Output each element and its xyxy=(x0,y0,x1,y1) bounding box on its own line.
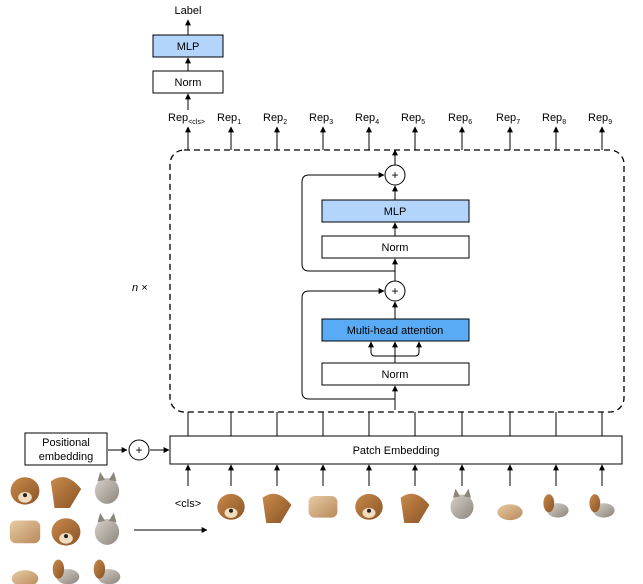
image-grid-patch xyxy=(47,511,85,549)
image-grid-patch xyxy=(6,511,44,549)
image-grid-patch xyxy=(6,470,44,508)
image-grid-patch xyxy=(6,552,44,584)
rep-label: Rep4 xyxy=(355,112,379,126)
rep-label: Rep8 xyxy=(542,112,566,126)
add-upper-symbol: + xyxy=(391,168,398,182)
patch-token-image xyxy=(584,487,620,523)
encoder-norm-lower-label: Norm xyxy=(382,369,409,381)
attention-label: Multi-head attention xyxy=(347,325,444,337)
patch-token-image xyxy=(213,487,249,523)
head-mlp-label: MLP xyxy=(177,41,200,53)
patch-token-image xyxy=(259,487,295,523)
rep-label: Rep3 xyxy=(309,112,333,126)
image-grid-patch xyxy=(88,511,126,549)
rep-outputs: Rep<cls> Rep1 Rep2 Rep3 Rep4 Rep5 Rep6 Rep7 Rep… xyxy=(168,112,612,150)
transformer-encoder-block: n × + MLP Norm + Multi-head attention No… xyxy=(132,149,625,413)
embedding-section: Positional embedding + Patch Embedding <… xyxy=(24,412,623,510)
residual-lower xyxy=(301,288,395,400)
rep-label: Rep5 xyxy=(401,112,425,126)
patch-token-image xyxy=(351,487,387,523)
patch-token-image xyxy=(305,487,341,523)
rep-label: Rep1 xyxy=(217,112,241,126)
label-output: Label xyxy=(175,5,202,17)
encoder-mlp-label: MLP xyxy=(384,206,407,218)
encoder-norm-upper-label: Norm xyxy=(382,242,409,254)
image-grid-patch xyxy=(47,470,85,508)
add-upper-icon xyxy=(384,164,406,186)
positional-embedding-box xyxy=(24,432,108,466)
positional-embedding-label-2: embedding xyxy=(39,451,93,463)
add-lower-symbol: + xyxy=(391,284,398,298)
residual-upper xyxy=(301,172,395,272)
head-norm-label: Norm xyxy=(175,77,202,89)
encoder-norm-upper-box xyxy=(321,235,470,259)
repeat-label: n × xyxy=(132,282,148,294)
image-grid-patch xyxy=(47,552,85,584)
positional-embedding-label-1: Positional xyxy=(42,437,90,449)
patch-token-image xyxy=(444,487,480,523)
source-image-grid xyxy=(6,470,126,584)
add-embedding-icon xyxy=(128,439,150,461)
rep-label: Rep9 xyxy=(588,112,612,126)
image-grid-patch xyxy=(88,470,126,508)
cls-token-label: <cls> xyxy=(175,498,201,510)
add-embedding-symbol: + xyxy=(135,443,142,457)
head-mlp-box xyxy=(152,34,224,58)
patch-token-image xyxy=(397,487,433,523)
image-grid-patch xyxy=(88,552,126,584)
rep-label: Rep7 xyxy=(496,112,520,126)
rep-label: Rep2 xyxy=(263,112,287,126)
rep-cls-label: Rep<cls> xyxy=(168,112,205,126)
patch-embedding-box xyxy=(169,435,623,465)
patch-tokens xyxy=(213,487,620,523)
encoder-mlp-box xyxy=(321,199,470,223)
patch-token-image xyxy=(492,487,528,523)
attention-box xyxy=(321,318,470,342)
classification-head: Label MLP Norm xyxy=(152,5,224,110)
encoder-norm-lower-box xyxy=(321,362,470,386)
add-lower-icon xyxy=(384,280,406,302)
rep-label: Rep6 xyxy=(448,112,472,126)
patch-embedding-label: Patch Embedding xyxy=(353,445,440,457)
patch-token-image xyxy=(538,487,574,523)
head-norm-box xyxy=(152,70,224,94)
